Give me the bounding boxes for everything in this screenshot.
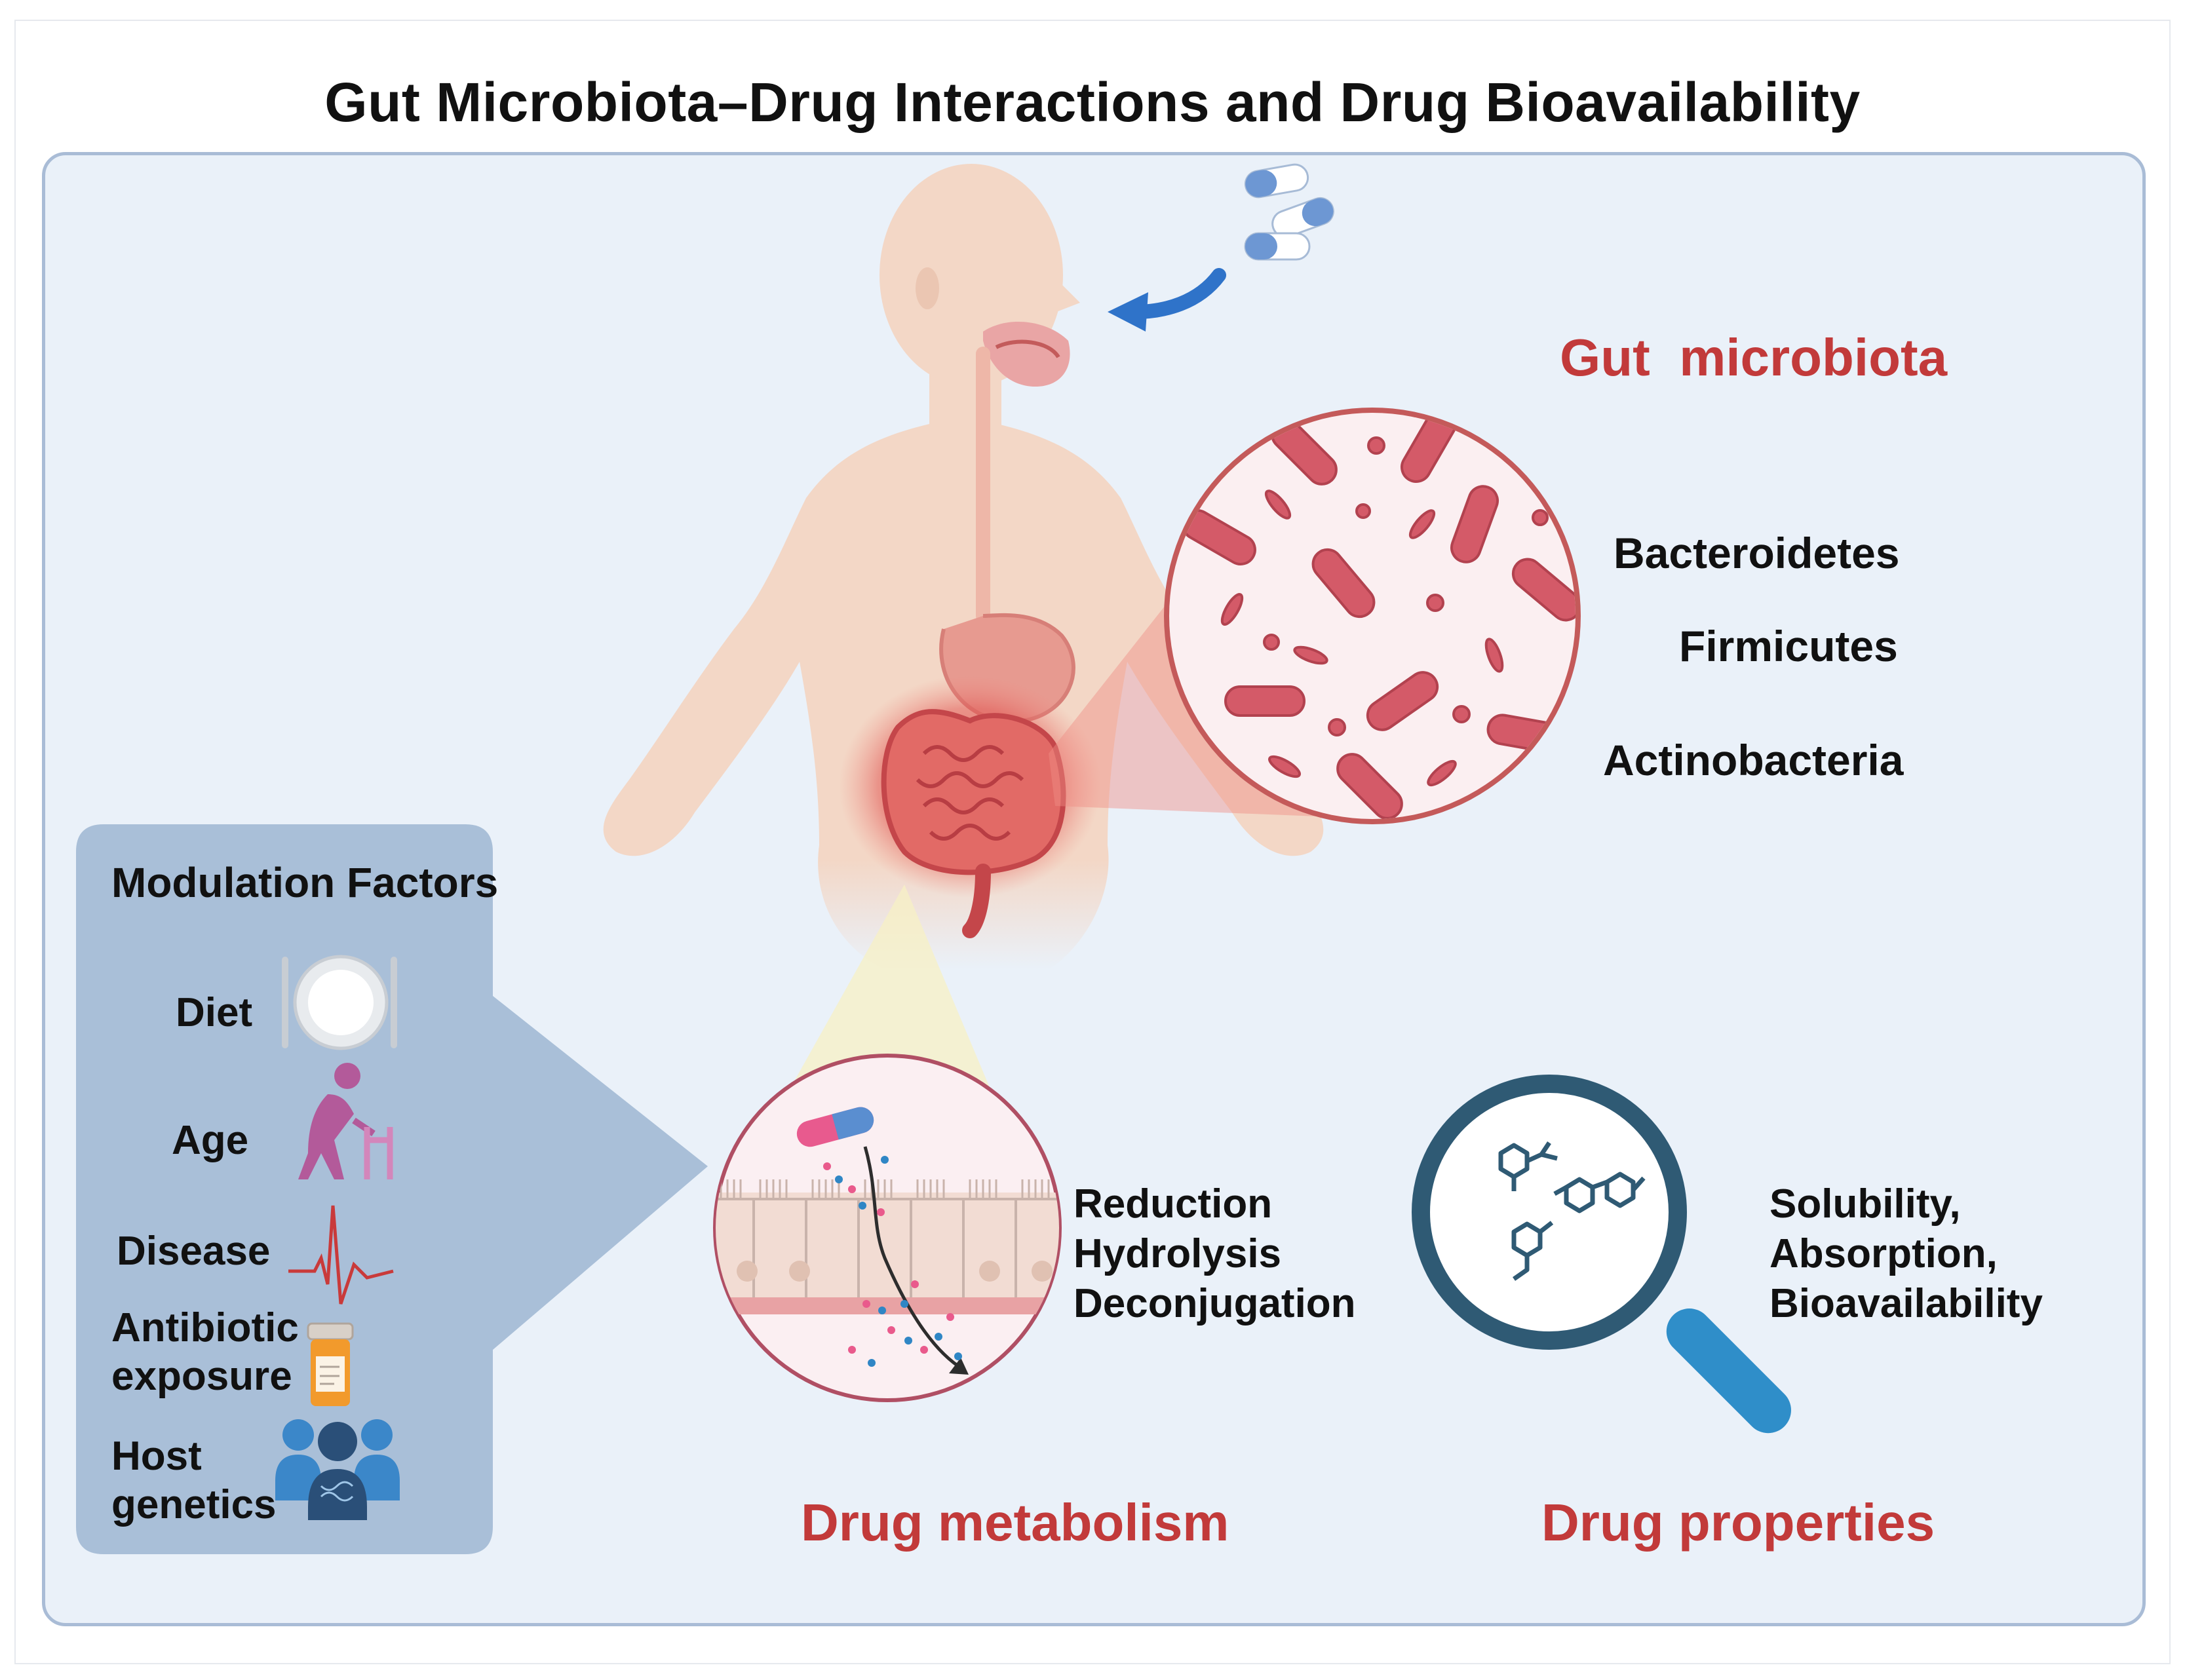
heartbeat-icon [288,1205,394,1305]
elderly-walker-icon [298,1063,393,1179]
drug-metabolism-title: Drug metabolism [801,1493,1229,1552]
capsule-icon [1244,163,1334,261]
factor-diet-label: Diet [176,990,253,1035]
factor-antibiotic-line-2: exposure [111,1354,292,1399]
pill-bottle-icon [307,1322,354,1406]
process-label: Reduction [1073,1181,1273,1227]
bacteria-zoom-icon [1164,408,1581,824]
drug-property-list: Solubility, Absorption, Bioavailability [1769,1179,2043,1329]
plate-cutlery-icon [282,955,397,1050]
drug-properties-title: Drug properties [1541,1493,1935,1552]
magnifier-molecule-icon [1412,1075,1791,1434]
people-dna-icon [275,1419,400,1520]
metabolism-process-list: Reduction Hydrolysis Deconjugation [1073,1179,1356,1329]
factor-host-line-1: Host [111,1434,202,1479]
property-label: Bioavailability [1769,1281,2043,1326]
factor-antibiotic-line-1: Antibiotic [111,1305,299,1350]
gut-microbiota-title: Gut microbiota [1560,328,1948,387]
figure-title: Gut Microbiota–Drug Interactions and Dru… [324,71,1861,133]
human-body-icon [603,164,1324,970]
process-label: Hydrolysis [1073,1231,1282,1276]
phylum-label: Bacteroidetes [1614,529,1900,577]
property-label: Absorption, [1769,1231,1998,1276]
factor-host-genetics-label: Host genetics [111,1432,277,1529]
modulation-factors-title: Modulation Factors [111,859,499,906]
process-label: Deconjugation [1073,1281,1356,1326]
factor-antibiotic-label: Antibiotic exposure [111,1304,299,1401]
factor-disease-label: Disease [117,1229,271,1274]
phylum-label: Actinobacteria [1603,736,1904,784]
modulation-box [76,824,708,1554]
factor-host-line-2: genetics [111,1482,277,1527]
phylum-label: Firmicutes [1679,622,1898,670]
intestine-epithelium-icon [713,1054,1062,1402]
arrow-icon [1108,268,1226,332]
factor-age-label: Age [172,1118,249,1163]
property-label: Solubility, [1769,1181,1961,1227]
